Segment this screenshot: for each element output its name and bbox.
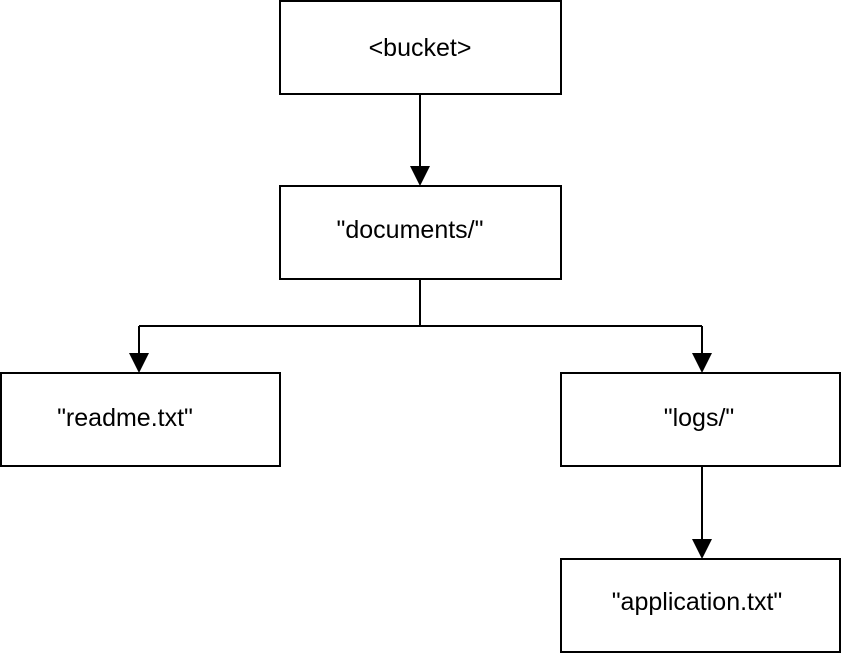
node-box [279,0,562,95]
node-box [560,372,841,467]
edge-documents-to-logs [692,326,712,373]
edge-logs-to-application [692,466,712,559]
node-application: "application.txt" [560,558,841,653]
edge-documents-branch [139,279,702,327]
node-label: "application.txt" [612,588,783,616]
node-documents: "documents/" [279,185,562,280]
node-label: "logs/" [664,404,735,432]
edge-documents-to-readme [129,326,149,373]
edge-bucket-to-documents [410,94,430,186]
node-readme: "readme.txt" [0,372,281,467]
node-label: "readme.txt" [57,404,193,432]
node-label: "documents/" [337,216,484,244]
arrowhead-icon [692,539,712,559]
node-box [0,372,281,467]
node-logs: "logs/" [560,372,841,467]
arrowhead-icon [692,353,712,373]
node-box [279,185,562,280]
edges [129,94,712,559]
arrowhead-icon [129,353,149,373]
node-box [560,558,841,653]
node-label: <bucket> [369,34,472,62]
arrowhead-icon [410,166,430,186]
node-bucket: <bucket> [279,0,562,95]
